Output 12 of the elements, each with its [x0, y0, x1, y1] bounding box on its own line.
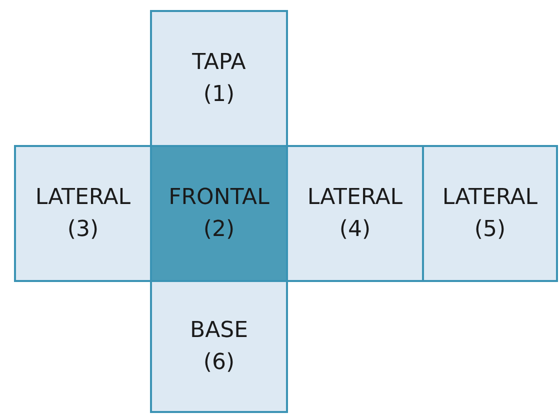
- net-face: [286, 145, 424, 282]
- net-face: [14, 145, 152, 282]
- face-label: FRONTAL (2): [168, 184, 270, 244]
- face-label: BASE (6): [190, 316, 248, 376]
- face-label: LATERAL (3): [35, 184, 131, 244]
- net-face: [422, 145, 558, 282]
- face-label: TAPA (1): [192, 48, 246, 108]
- net-face: [150, 280, 288, 413]
- face-label: LATERAL (4): [307, 184, 403, 244]
- net-face: [150, 10, 288, 147]
- net-face: [150, 145, 288, 282]
- face-label: LATERAL (5): [442, 184, 538, 244]
